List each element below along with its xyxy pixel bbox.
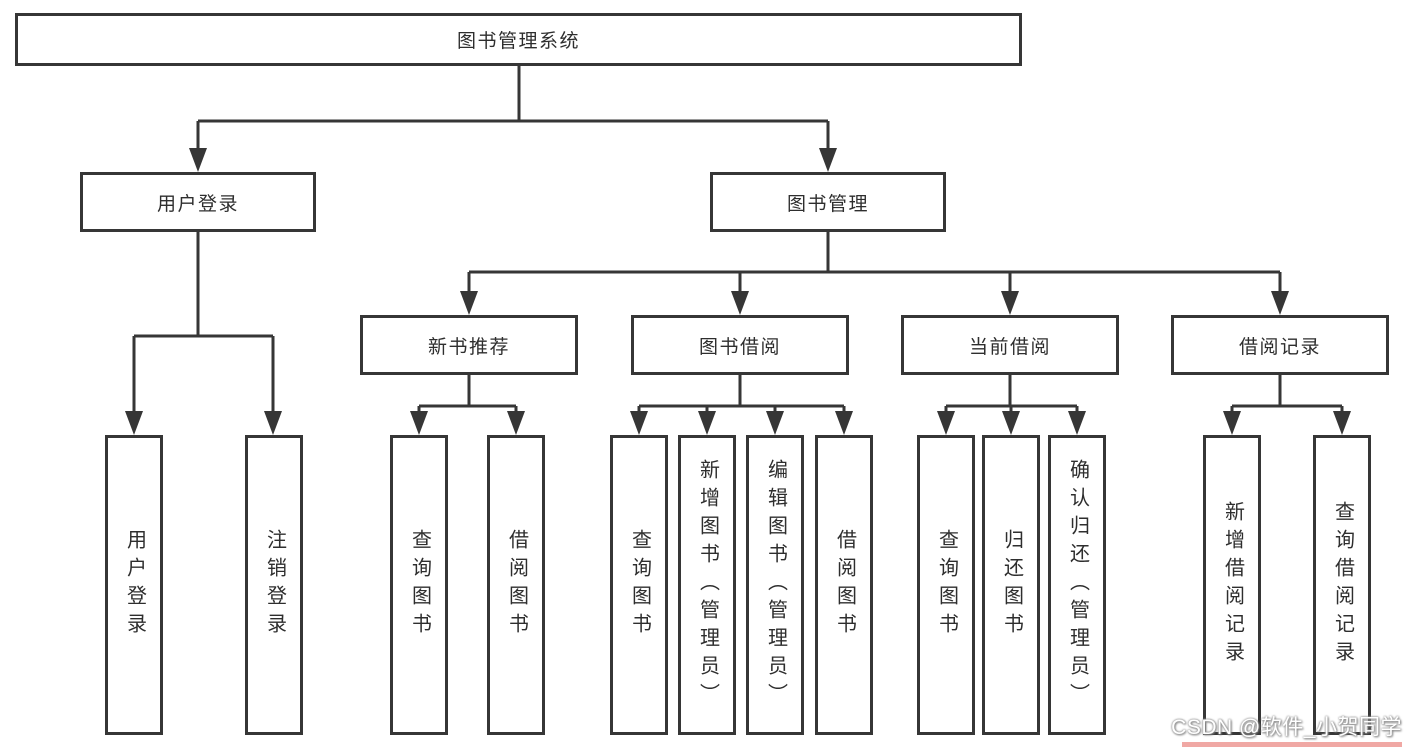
leaf-add-books-admin: 新增图书（管理员）: [678, 435, 736, 735]
leaf-logout: 注销登录: [245, 435, 303, 735]
leaf-edit-books-admin: 编辑图书（管理员）: [746, 435, 804, 735]
node-label: 查询图书: [408, 529, 431, 641]
node-label: 新增图书（管理员）: [696, 459, 719, 711]
node-borrowing-records: 借阅记录: [1171, 315, 1389, 375]
node-user-login: 用户登录: [80, 172, 316, 232]
node-label: 查询图书: [935, 529, 958, 641]
leaf-borrow-books-recommend: 借阅图书: [487, 435, 545, 735]
node-label: 用户登录: [123, 529, 146, 641]
node-label: 当前借阅: [968, 336, 1051, 358]
watermark: CSDN @软件_小贺同学: [1171, 711, 1402, 747]
leaf-borrow-books: 借阅图书: [815, 435, 873, 735]
node-new-book-recommend: 新书推荐: [360, 315, 578, 375]
node-label: 图书管理系统: [456, 31, 580, 52]
watermark-accent-bar: [1182, 742, 1402, 747]
node-label: 新增借阅记录: [1221, 501, 1244, 669]
node-current-borrowing: 当前借阅: [901, 315, 1119, 375]
node-book-borrowing: 图书借阅: [631, 315, 849, 375]
node-label: 用户登录: [156, 193, 239, 215]
node-label: 编辑图书（管理员）: [764, 459, 787, 711]
node-label: 借阅记录: [1238, 336, 1321, 358]
leaf-add-borrow-record: 新增借阅记录: [1203, 435, 1261, 735]
node-label: 注销登录: [263, 529, 286, 641]
leaf-user-login: 用户登录: [105, 435, 163, 735]
node-label: 确认归还（管理员）: [1066, 459, 1089, 711]
node-label: 查询借阅记录: [1331, 501, 1354, 669]
node-label: 新书推荐: [427, 336, 510, 358]
leaf-confirm-return-admin: 确认归还（管理员）: [1048, 435, 1106, 735]
watermark-text: CSDN @软件_小贺同学: [1171, 716, 1402, 739]
leaf-query-books-current: 查询图书: [917, 435, 975, 735]
node-book-management: 图书管理: [710, 172, 946, 232]
node-label: 借阅图书: [505, 529, 528, 641]
node-label: 图书管理: [786, 193, 869, 215]
node-label: 查询图书: [628, 529, 651, 641]
node-label: 借阅图书: [833, 529, 856, 641]
leaf-query-borrow-record: 查询借阅记录: [1313, 435, 1371, 735]
leaf-return-books: 归还图书: [982, 435, 1040, 735]
node-label: 归还图书: [1000, 529, 1023, 641]
node-root-system: 图书管理系统: [15, 13, 1022, 66]
leaf-query-books-recommend: 查询图书: [390, 435, 448, 735]
leaf-query-books-borrow: 查询图书: [610, 435, 668, 735]
node-label: 图书借阅: [698, 336, 781, 358]
